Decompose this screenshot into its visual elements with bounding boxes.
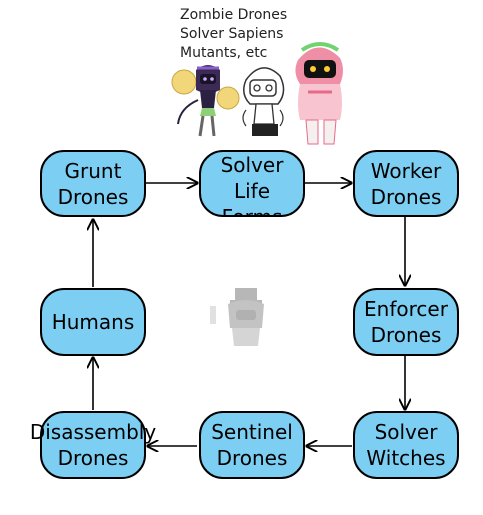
note-line-3: Mutants, etc (180, 45, 268, 61)
node-label: Life (233, 179, 271, 203)
side-note: Zombie Drones Solver Sapiens Mutants, et… (180, 6, 287, 63)
node-label: Enforcer (364, 297, 448, 321)
top-hat-drone-figure (210, 288, 264, 346)
pink-drone-figure (295, 42, 343, 145)
node-label: Drones (57, 184, 129, 209)
node-worker-drones: Worker Drones (353, 150, 459, 217)
node-enforcer-drones: Enforcer Drones (353, 288, 459, 356)
node-label: Witches (366, 446, 446, 470)
pale-drone-figure (242, 67, 285, 136)
node-disassembly-drones: Disassembly Drones (30, 411, 156, 479)
node-label: Drones (57, 446, 129, 470)
node-label: Grunt (64, 158, 122, 183)
node-label: Solver (374, 420, 438, 444)
node-label: Worker (370, 158, 442, 183)
node-sentinel-drones: Sentinel Drones (199, 411, 305, 479)
node-label: Disassembly (29, 420, 157, 444)
node-label: Forms (221, 205, 283, 217)
node-label: Sentinel (211, 420, 293, 444)
cheerleader-drone-figure (171, 65, 240, 137)
node-label: Drones (370, 184, 442, 209)
note-line-2: Solver Sapiens (180, 26, 284, 42)
node-solver-witches: Solver Witches (353, 411, 459, 479)
note-line-1: Zombie Drones (180, 7, 288, 23)
node-label: Drones (216, 446, 288, 470)
node-solver-life-forms: Solver Life Forms (199, 150, 305, 217)
node-grunt-drones: Grunt Drones (40, 150, 146, 217)
node-label: Drones (370, 323, 442, 347)
node-label: Solver (220, 153, 284, 177)
node-humans: Humans (40, 288, 146, 356)
node-label: Humans (51, 310, 135, 334)
